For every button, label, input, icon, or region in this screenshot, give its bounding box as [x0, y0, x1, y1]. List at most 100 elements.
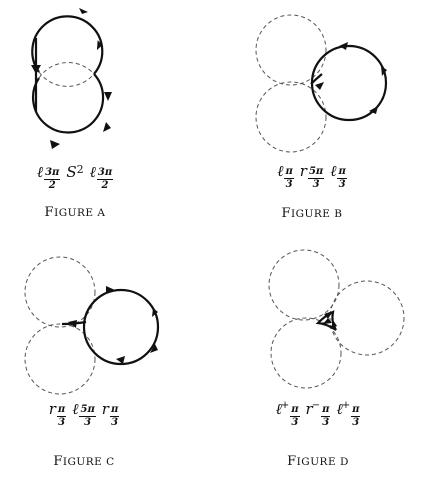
fraction-denominator: 3: [291, 417, 299, 428]
figure-b-cusp-left: [310, 73, 323, 85]
figure-d-arrow-2: [331, 320, 337, 329]
formula-symbol: r: [48, 400, 56, 418]
formula-symbol: ℓ: [275, 400, 282, 418]
formula-symbol: ℓ: [89, 163, 96, 181]
fraction-denominator: 3: [312, 179, 320, 190]
figure-b-label: FIGURE B: [281, 206, 343, 221]
formula-subscript: 2: [76, 163, 84, 176]
figure-b-diagram: [255, 14, 388, 153]
fraction-denominator: 3: [58, 417, 66, 428]
formula-sign: +: [341, 400, 351, 411]
formula-symbol: S: [66, 163, 77, 181]
fraction-denominator: 2: [48, 180, 56, 191]
figure-b-arrow-1: [339, 42, 348, 50]
fraction-denominator: 3: [338, 179, 346, 190]
figure-c-lower-dashed-circle: [24, 323, 96, 395]
figure-c-upper-dashed-circle: [24, 256, 96, 328]
figure-c-arrow-1: [106, 286, 115, 294]
figure-a-lower-dashed-arc: [38, 62, 95, 79]
formula-symbol: r: [305, 400, 313, 418]
figure-d-arrow-3: [323, 318, 332, 324]
figure-a-arrow-2: [96, 40, 103, 51]
fraction-denominator: 3: [352, 417, 360, 428]
figure-d-arrow-1: [324, 311, 333, 319]
fraction-denominator: 3: [322, 417, 330, 428]
figure-a-arrow-3: [31, 65, 41, 74]
formula-symbol: r: [101, 400, 109, 418]
figure-b-arrow-2: [381, 66, 387, 76]
figure-a-arrow-4: [104, 92, 112, 101]
formula-symbol: ℓ: [336, 400, 343, 418]
fraction-denominator: 3: [285, 179, 293, 190]
formula-sign: +: [280, 400, 290, 411]
figure-a-arrow-6: [50, 140, 60, 149]
fraction-numerator: π: [56, 404, 67, 417]
figure-a-lower-arc: [31, 73, 105, 134]
figure-d-right-dashed-circle: [329, 280, 405, 356]
figure-b-arrow-4: [315, 82, 324, 90]
figure-d-upper-dashed-circle: [268, 249, 340, 321]
figure-c-arrow-5: [68, 320, 77, 328]
figure-b-lower-dashed-circle: [255, 81, 327, 153]
fraction-numerator: 5π: [79, 404, 96, 417]
fraction-numerator: 3π: [96, 167, 114, 180]
formula-symbol: ℓ: [36, 163, 44, 181]
figure-c-arrow-2: [152, 308, 158, 317]
fraction-numerator: π: [284, 166, 294, 179]
figure-a-diagram: [31, 8, 112, 149]
figure-c-arrow-4: [116, 356, 125, 364]
fraction-denominator: 2: [101, 180, 109, 191]
figure-a-upper-dashed-arc: [38, 71, 95, 87]
formula-symbol: ℓ: [72, 400, 79, 418]
fraction-numerator: π: [321, 404, 331, 417]
formula-symbol: ℓ: [277, 162, 284, 180]
formula-sign: −: [311, 400, 321, 411]
figure-c-label: FIGURE C: [53, 454, 115, 469]
fraction-numerator: π: [290, 404, 300, 417]
figure-d-label: FIGURE D: [287, 454, 349, 469]
fraction-denominator: 3: [84, 417, 92, 428]
figure-a-arrow-5: [103, 122, 111, 132]
fraction-denominator: 3: [111, 417, 119, 428]
figure-d-lower-dashed-circle: [270, 317, 342, 389]
figure-c-arrow-3: [150, 344, 158, 353]
figure-c-right-solid-circle: [82, 288, 160, 366]
figure-a-label: FIGURE A: [44, 205, 106, 220]
fraction-numerator: π: [337, 166, 347, 179]
formula-symbol: r: [299, 162, 307, 180]
figure-a-upper-arc: [31, 15, 104, 75]
fraction-numerator: 3π: [44, 167, 61, 180]
figure-b-upper-dashed-circle: [255, 14, 327, 86]
figure-c-diagram: [24, 256, 160, 395]
formula-symbol: ℓ: [330, 162, 337, 180]
fraction-numerator: 5π: [307, 166, 325, 179]
figure-d-diagram: [268, 249, 405, 389]
